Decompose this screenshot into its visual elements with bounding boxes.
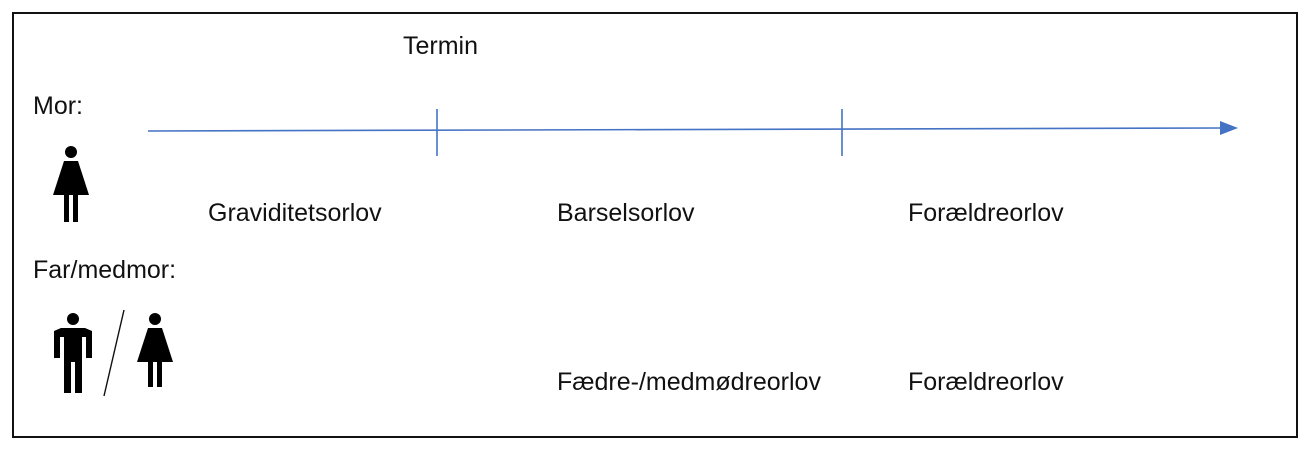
termin-label: Termin bbox=[403, 32, 479, 60]
slash-divider bbox=[103, 309, 125, 397]
period-faedre-medmoedreorlov: Fædre-/medmødreorlov bbox=[557, 368, 821, 396]
period-foraeldreorlov-far: Forældreorlov bbox=[908, 368, 1064, 396]
period-graviditetsorlov: Graviditetsorlov bbox=[208, 199, 382, 227]
period-barselsorlov: Barselsorlov bbox=[557, 199, 695, 227]
woman-icon bbox=[137, 313, 173, 387]
man-icon bbox=[54, 313, 92, 393]
period-foraeldreorlov-mor: Forældreorlov bbox=[908, 199, 1064, 227]
woman-icon bbox=[53, 146, 89, 222]
timeline-arrowhead bbox=[1220, 121, 1238, 135]
mor-label: Mor: bbox=[33, 92, 83, 120]
diagram-frame bbox=[12, 12, 1298, 438]
timeline-line bbox=[147, 127, 1223, 132]
far-medmor-label: Far/medmor: bbox=[33, 256, 177, 284]
